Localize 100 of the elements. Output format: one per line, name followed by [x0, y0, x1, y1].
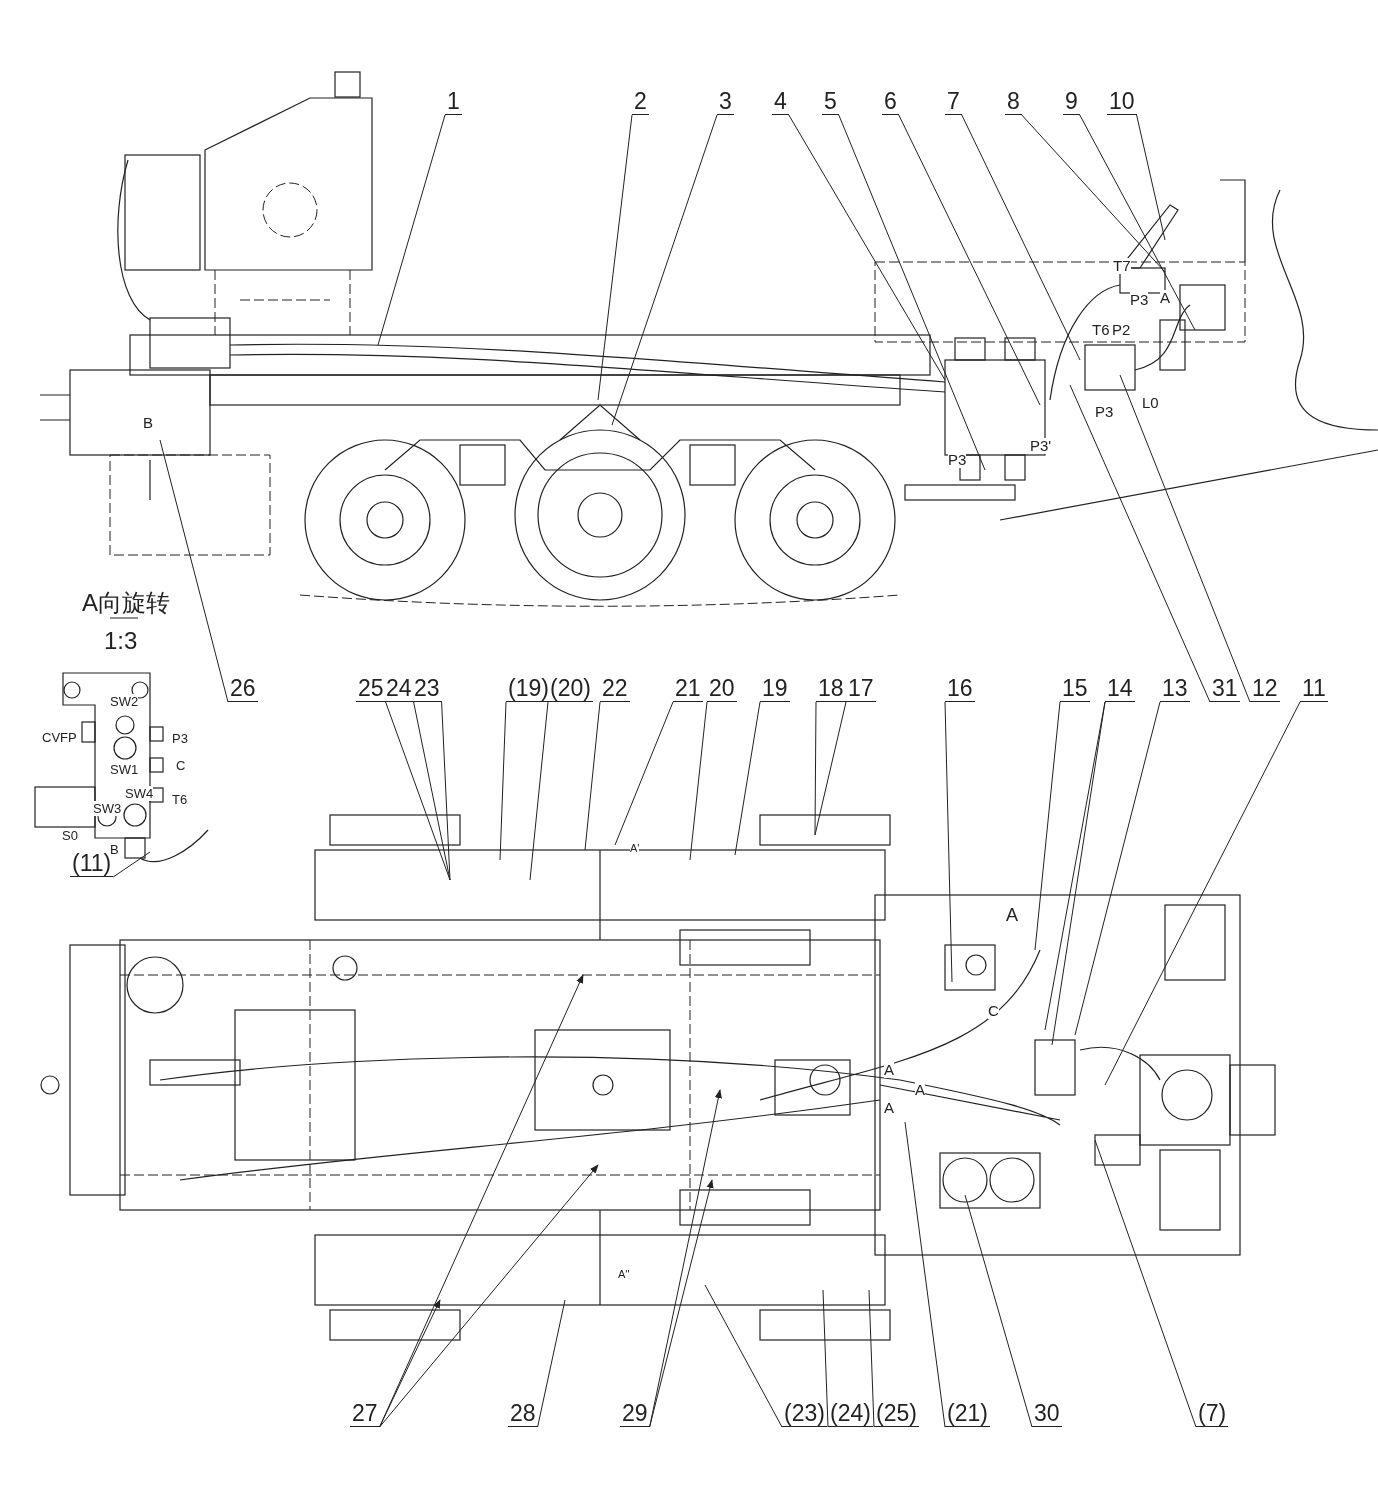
callout-number: (21)	[945, 1400, 990, 1427]
port-label: T6	[172, 792, 188, 807]
leader-line	[529, 701, 549, 881]
port-label: L0	[1142, 395, 1159, 411]
callout-number: 8	[1005, 88, 1022, 115]
port-label: P3	[1130, 292, 1149, 308]
leader-line	[961, 114, 1081, 361]
callout-number: 14	[1105, 675, 1135, 702]
callout-number: 19	[760, 675, 790, 702]
callout-number: 13	[1160, 675, 1190, 702]
view-marker-label: A''	[618, 1268, 630, 1281]
callout-number: 7	[945, 88, 962, 115]
callout-number: 5	[822, 88, 839, 115]
leader-line	[898, 114, 1041, 406]
callout-number: 1	[445, 88, 462, 115]
leader-line	[838, 114, 986, 471]
leader-line	[1069, 384, 1211, 703]
leader-line	[1074, 701, 1161, 1036]
port-label: P3	[172, 731, 188, 746]
port-label: P3	[1095, 404, 1114, 420]
leader-line	[159, 439, 229, 703]
leader-line	[704, 1284, 783, 1428]
callout-number: 3	[717, 88, 734, 115]
leader-line	[1104, 701, 1301, 1086]
port-label: P3	[948, 452, 967, 468]
leader-line	[597, 114, 633, 401]
port-label: C	[176, 758, 186, 773]
leader-line	[689, 701, 708, 861]
port-label: T7	[1113, 258, 1131, 274]
leader-line	[649, 1179, 714, 1428]
port-label: C	[988, 1003, 999, 1019]
callout-number: 26	[228, 675, 258, 702]
callout-number: 24	[384, 675, 414, 702]
callout-number: 21	[673, 675, 703, 702]
port-label: SW1	[110, 762, 139, 777]
port-label: SW2	[110, 694, 139, 709]
leader-line	[584, 701, 601, 851]
callout-number: 10	[1107, 88, 1137, 115]
callout-number: 4	[772, 88, 789, 115]
leader-line	[379, 1164, 599, 1428]
port-label: SW3	[93, 801, 122, 816]
leader-line	[788, 114, 946, 381]
port-label: B	[110, 842, 119, 857]
callout-number: 6	[882, 88, 899, 115]
callout-number: 22	[600, 675, 630, 702]
port-label: SW4	[125, 786, 154, 801]
port-label: S0	[62, 828, 78, 843]
leader-line	[537, 1299, 566, 1428]
callout-number: 31	[1210, 675, 1240, 702]
callout-number: (25)	[874, 1400, 919, 1427]
port-label: A	[1160, 290, 1170, 306]
leader-line	[385, 701, 451, 881]
callout-number: (23)	[782, 1400, 827, 1427]
leader-line	[814, 701, 817, 836]
callout-number: 30	[1032, 1400, 1062, 1427]
callout-number: 27	[350, 1400, 380, 1427]
callout-number: 15	[1060, 675, 1090, 702]
port-label: T6	[1092, 322, 1110, 338]
callout-number: (24)	[828, 1400, 873, 1427]
callout-number: 25	[356, 675, 386, 702]
callout-number: 18	[816, 675, 846, 702]
view-marker-label: A	[884, 1100, 894, 1116]
leader-line	[614, 701, 674, 846]
callout-number: 17	[846, 675, 876, 702]
leader-line	[1079, 114, 1196, 331]
leader-line	[1119, 374, 1251, 703]
leader-line	[1136, 114, 1166, 241]
callout-number: 9	[1063, 88, 1080, 115]
leader-line	[904, 1121, 946, 1428]
callout-number: 11	[1300, 675, 1328, 702]
view-marker-label: A	[884, 1062, 894, 1078]
callout-number: 23	[412, 675, 442, 702]
view-marker-label: A'	[630, 842, 640, 855]
view-title: A向旋转	[82, 590, 170, 616]
leader-line	[112, 851, 151, 878]
callout-number: (20)	[548, 675, 593, 702]
leader-line	[944, 701, 953, 983]
leader-line	[611, 114, 718, 426]
callout-number: 20	[707, 675, 737, 702]
leader-line	[499, 701, 507, 861]
leader-line	[377, 114, 446, 346]
leader-line	[379, 1299, 441, 1428]
port-label: P2	[1112, 322, 1131, 338]
callout-number: (7)	[1196, 1400, 1229, 1427]
port-label: B	[143, 415, 153, 431]
leader-line	[814, 701, 847, 836]
leader-line	[1021, 114, 1166, 273]
leader-line	[868, 1289, 875, 1428]
leader-line	[964, 1194, 1033, 1428]
port-label: CVFP	[42, 730, 77, 745]
callout-number: 12	[1250, 675, 1280, 702]
callout-number: 28	[508, 1400, 538, 1427]
view-marker-label: A	[915, 1082, 925, 1098]
callout-number: 2	[632, 88, 649, 115]
port-label: P3'	[1030, 438, 1052, 454]
leader-line	[822, 1289, 829, 1428]
leader-line	[1034, 701, 1061, 951]
leader-line	[441, 701, 451, 881]
callout-number: 29	[620, 1400, 650, 1427]
callout-number: (19)	[506, 675, 551, 702]
